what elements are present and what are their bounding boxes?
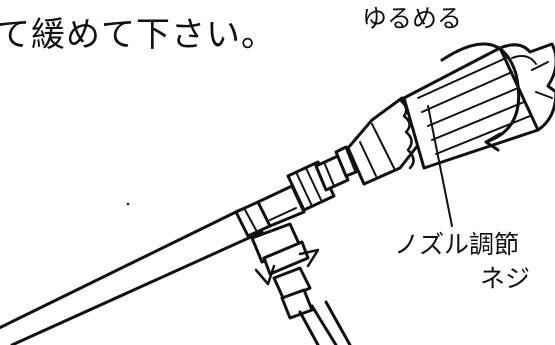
- screw-label: ネジ: [480, 264, 531, 293]
- instruction-text: て緩めて下さい。: [0, 15, 276, 55]
- rotation-arrow: [440, 42, 521, 152]
- adjustment-knob: [402, 42, 555, 170]
- leader-line: [427, 105, 453, 227]
- connector-nuts: [286, 145, 358, 212]
- valve-stem: [250, 222, 352, 345]
- nozzle-adjust-label: ノズル調節: [394, 230, 520, 259]
- t-fitting: [256, 184, 306, 228]
- hose: [0, 208, 264, 345]
- speck-mark: [126, 202, 130, 206]
- loosen-label: ゆるめる: [362, 4, 463, 33]
